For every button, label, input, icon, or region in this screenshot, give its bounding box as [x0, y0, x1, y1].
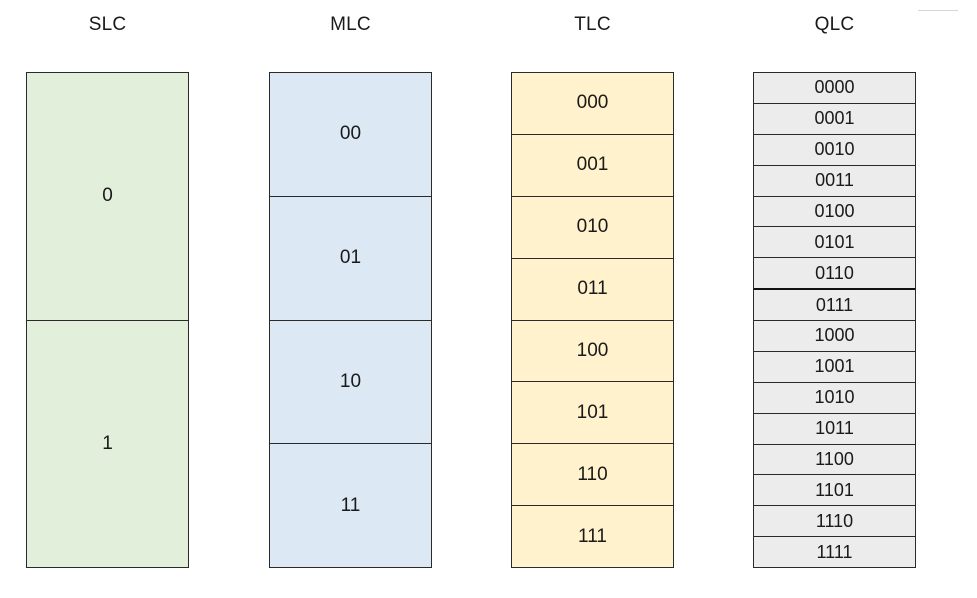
qlc-cell: 0000	[754, 73, 915, 103]
qlc-cell: 1000	[754, 320, 915, 351]
qlc-cell: 0101	[754, 226, 915, 258]
slc-cell-stack: 0 1	[26, 72, 189, 568]
mlc-column-title: MLC	[330, 14, 371, 35]
qlc-cell: 1010	[754, 381, 915, 413]
mlc-cell: 01	[270, 195, 431, 320]
mlc-cell: 10	[270, 319, 431, 444]
qlc-cell: 0100	[754, 195, 915, 227]
tlc-cell: 110	[512, 443, 673, 506]
qlc-cell: 1100	[754, 443, 915, 475]
qlc-cell: 0010	[754, 133, 915, 165]
tlc-column-title: TLC	[574, 14, 611, 35]
qlc-cell: 1111	[754, 536, 915, 567]
tlc-cell-stack: 000 001 010 011 100 101 110 111	[511, 72, 674, 568]
slc-column-title: SLC	[88, 14, 127, 35]
tlc-cell: 101	[512, 381, 673, 444]
mlc-cell: 00	[270, 73, 431, 196]
qlc-cell: 0011	[754, 164, 915, 196]
tlc-cell: 100	[512, 319, 673, 382]
qlc-cell: 1101	[754, 474, 915, 506]
qlc-cell: 1001	[754, 350, 915, 382]
mlc-cell-stack: 00 01 10 11	[269, 72, 432, 568]
qlc-cell-stack: 0000 0001 0010 0011 0100 0101 0110 0111 …	[753, 72, 916, 568]
qlc-cell: 1011	[754, 412, 915, 444]
tlc-cell: 000	[512, 73, 673, 134]
tlc-cell: 010	[512, 195, 673, 258]
qlc-cell: 0111	[754, 288, 915, 320]
qlc-cell: 1110	[754, 505, 915, 537]
tlc-cell: 001	[512, 133, 673, 196]
qlc-cell: 0001	[754, 102, 915, 134]
slc-cell: 1	[27, 319, 188, 567]
tlc-cell: 111	[512, 505, 673, 567]
mlc-cell: 11	[270, 443, 431, 567]
corner-divider-line	[918, 10, 958, 11]
qlc-cell: 0110	[754, 257, 915, 289]
qlc-column-title: QLC	[814, 14, 855, 35]
tlc-cell: 011	[512, 257, 673, 320]
slc-cell: 0	[27, 73, 188, 320]
